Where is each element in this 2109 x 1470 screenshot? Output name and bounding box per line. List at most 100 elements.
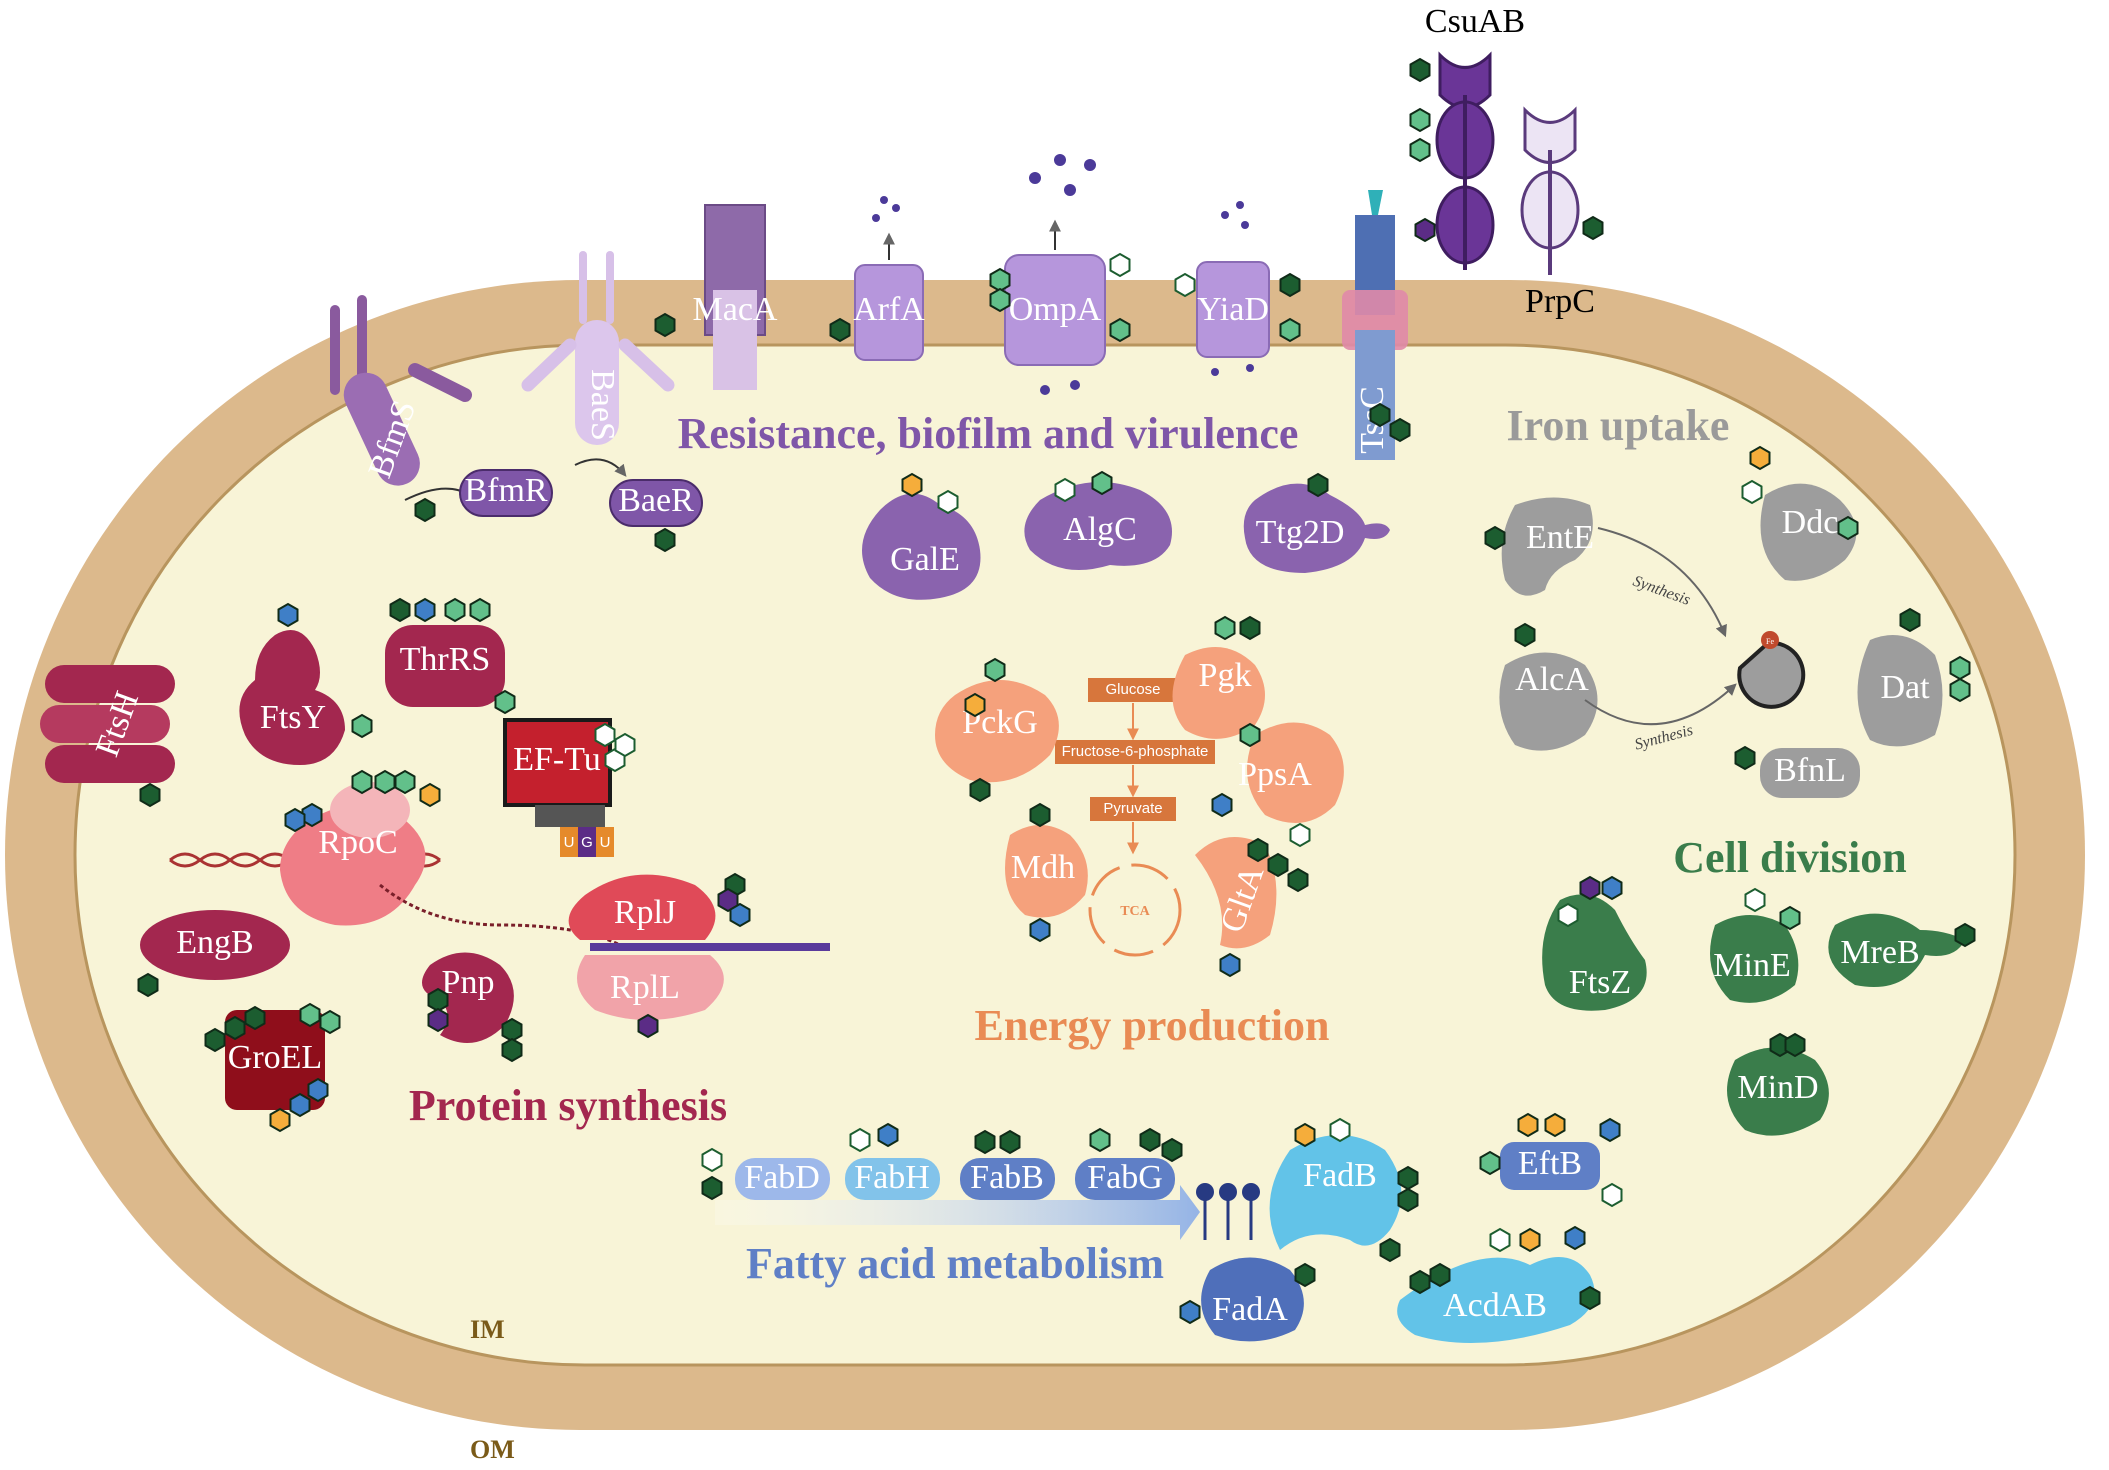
ptm-hexagon-icon [1744, 887, 1766, 913]
fada-shape [1201, 1257, 1304, 1342]
ptm-hexagon-icon [654, 527, 676, 553]
rpoc-label: RpoC [318, 824, 397, 861]
ptm-hexagon-icon [1279, 317, 1301, 343]
ptm-hexagon-icon [729, 902, 751, 928]
ppsa-shape [1247, 722, 1344, 823]
ptm-hexagon-icon [1139, 1127, 1161, 1153]
ptm-hexagon-icon [1397, 1187, 1419, 1213]
baer-label: BaeR [618, 482, 694, 519]
ptm-hexagon-icon [1734, 745, 1756, 771]
ptm-hexagon-icon [637, 1013, 659, 1039]
ptm-hexagon-icon [351, 769, 373, 795]
baes-arrow [574, 458, 627, 477]
fabh-label: FabH [854, 1159, 930, 1196]
ptm-hexagon-icon [1397, 1165, 1419, 1191]
arfa-label: ArfA [853, 291, 925, 328]
ptm-hexagon-icon [1247, 837, 1269, 863]
codon-3: U [600, 834, 611, 851]
rplj-shape [568, 874, 716, 940]
ptm-hexagon-icon [139, 782, 161, 808]
fabd-shape [735, 1158, 830, 1200]
ftsy-shape [239, 630, 345, 765]
gale-label: GalE [890, 541, 960, 578]
ente-shape [1501, 497, 1593, 596]
pnp-shape [422, 952, 514, 1043]
section-fatty: Fatty acid metabolism [746, 1239, 1164, 1288]
ptm-hexagon-icon [1579, 875, 1601, 901]
ptm-hexagon-icon [1179, 1299, 1201, 1325]
ptm-hexagon-icon [937, 489, 959, 515]
lipid-icon [1196, 1183, 1260, 1240]
rpoc-shape [280, 805, 426, 926]
ptm-hexagon-icon [289, 1092, 311, 1118]
ptm-hexagon-icon [1414, 217, 1436, 243]
ftsh-shape [40, 665, 175, 783]
mind-shape [1727, 1047, 1829, 1136]
csuab-pilus [1435, 51, 1580, 275]
yiad-porin [1196, 201, 1270, 376]
mine-shape [1710, 915, 1799, 1003]
section-resistance: Resistance, biofilm and virulence [678, 409, 1299, 458]
ptm-hexagon-icon [1091, 470, 1113, 496]
alca-label: AlcA [1515, 661, 1589, 698]
siderophore-icon [1737, 631, 1806, 709]
ddc-shape [1760, 483, 1857, 581]
gale-shape [862, 493, 981, 600]
glta-shape [1195, 837, 1277, 949]
pyruvate-label: Pyruvate [1103, 800, 1162, 817]
ptm-hexagon-icon [1741, 479, 1763, 505]
pgk-label: Pgk [1199, 657, 1252, 694]
bfms-sensor [330, 295, 472, 486]
ptm-hexagon-icon [1409, 1269, 1431, 1295]
ptm-hexagon-icon [419, 782, 441, 808]
ptm-hexagon-icon [301, 802, 323, 828]
maca-transporter [704, 204, 766, 390]
ptm-hexagon-icon [319, 1009, 341, 1035]
bfmr-shape [459, 469, 553, 517]
ptm-hexagon-icon [1557, 902, 1579, 928]
ptm-hexagon-icon [829, 317, 851, 343]
ptm-hexagon-icon [269, 1107, 291, 1133]
ptm-hexagon-icon [901, 472, 923, 498]
engb-label: EngB [176, 924, 253, 961]
ptm-hexagon-icon [1601, 1182, 1623, 1208]
section-division: Cell division [1673, 833, 1907, 882]
glucose-box [1088, 678, 1178, 702]
rpll-label: RplL [610, 969, 680, 1006]
ptm-hexagon-icon [501, 1017, 523, 1043]
ptm-hexagon-icon [654, 312, 676, 338]
ptm-hexagon-icon [277, 602, 299, 628]
pyruvate-box [1090, 797, 1176, 821]
ptm-hexagon-icon [1564, 1225, 1586, 1251]
dat-label: Dat [1880, 669, 1930, 706]
ptm-hexagon-icon [1409, 137, 1431, 163]
ptm-hexagon-icon [1029, 917, 1051, 943]
ptm-hexagon-icon [469, 597, 491, 623]
ptm-hexagon-icon [1949, 677, 1971, 703]
ptm-hexagon-icon [969, 777, 991, 803]
fatty-acid-arrow [715, 1185, 1200, 1240]
ptm-hexagon-icon [1174, 272, 1196, 298]
ptm-hexagon-icon [1949, 655, 1971, 681]
ptm-hexagon-icon [1211, 792, 1233, 818]
ptm-hexagon-icon [1519, 1227, 1541, 1253]
ptm-hexagon-icon [389, 597, 411, 623]
ptm-hexagon-icon [204, 1027, 226, 1053]
ptm-hexagon-icon [444, 597, 466, 623]
ptm-hexagon-icon [984, 657, 1006, 683]
synthesis-arrow-2 [1584, 683, 1737, 726]
ftsy-label: FtsY [260, 699, 326, 736]
ptm-hexagon-icon [1954, 922, 1976, 948]
algc-shape [1024, 482, 1172, 570]
ptm-hexagon-icon [614, 732, 636, 758]
fabh-shape [845, 1158, 940, 1200]
mreb-label: MreB [1840, 934, 1919, 971]
ompa-label: OmpA [1009, 291, 1102, 328]
ptm-hexagon-icon [877, 1122, 899, 1148]
csuab-label: CsuAB [1425, 3, 1525, 40]
ttg2d-shape [1243, 483, 1390, 573]
f6p-label: Fructose-6-phosphate [1062, 743, 1209, 760]
ddc-label: Ddc [1782, 504, 1839, 541]
tca-label: TCA [1120, 904, 1150, 919]
groel-label: GroEL [228, 1039, 322, 1076]
